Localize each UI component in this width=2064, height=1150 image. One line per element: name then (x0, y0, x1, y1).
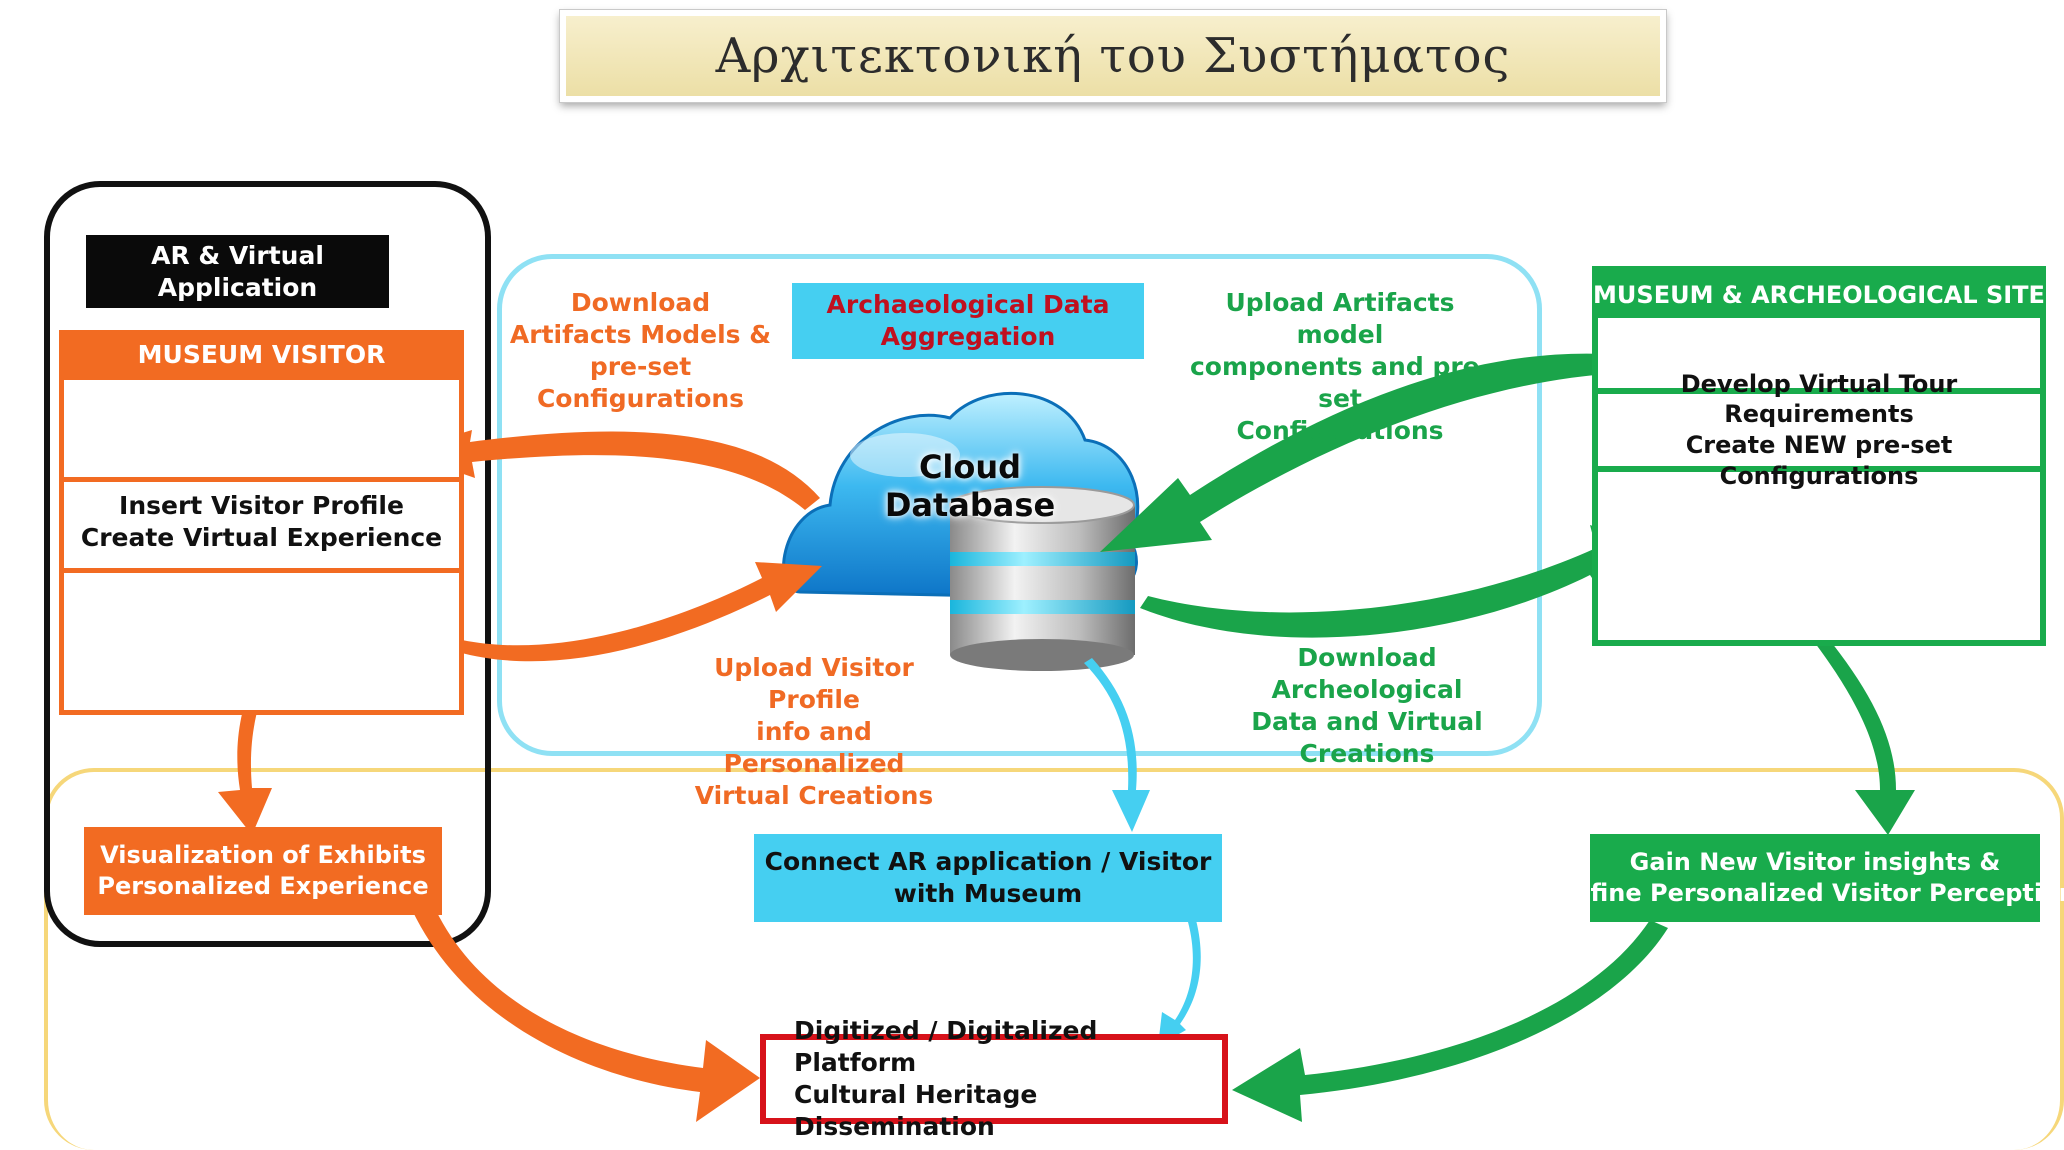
orange-arrows (218, 430, 822, 1122)
museum-visitor-header: MUSEUM VISITOR (59, 330, 464, 380)
page-title: Αρχιτεκτονική του Συστήματος (715, 28, 1511, 84)
text-line: Insert Visitor Profile (119, 491, 404, 520)
visitor-profile-text: Insert Visitor Profile Create Virtual Ex… (64, 490, 459, 554)
museum-site-tasks: Develop Virtual Tour Requirements Create… (1594, 370, 2044, 490)
text-line: Connect AR application / Visitor (764, 847, 1212, 876)
text-line: components and pre-set (1189, 352, 1491, 413)
arrow-to-platform (412, 902, 760, 1122)
aggregation-label: Archaeological Data Aggregation (792, 283, 1144, 359)
arrow-download-arch (1140, 525, 1658, 638)
gain-insights-box: Gain New Visitor insights & Define Perso… (1554, 834, 2064, 922)
ar-application-label: AR & Virtual Application (86, 235, 389, 308)
cloud-database-label: Cloud Database (884, 448, 1056, 524)
text-line: Creations (1299, 739, 1435, 768)
digitized-platform-box: Digitized / Digitalized Platform Cultura… (760, 1016, 1228, 1141)
museum-visitor-panel (59, 330, 464, 715)
title-banner: Αρχιτεκτονική του Συστήματος (560, 10, 1666, 102)
arrow-to-gain (1805, 622, 1915, 835)
text-line: Download Archeological (1271, 643, 1463, 704)
upload-artifacts-label: Upload Artifacts model components and pr… (1180, 287, 1500, 447)
download-models-label: Download Artifacts Models & pre-set Conf… (508, 287, 773, 415)
divider (59, 477, 464, 482)
text-line: Digitized / Digitalized Platform (794, 1016, 1098, 1077)
database-icon (949, 486, 1135, 671)
text-line: Archaeological Data (826, 290, 1110, 319)
text-line: with Museum (893, 879, 1083, 908)
connect-box: Connect AR application / Visitor with Mu… (754, 834, 1222, 922)
download-archeological-label: Download Archeological Data and Virtual … (1212, 642, 1522, 770)
text-line: Develop Virtual Tour Requirements (1680, 369, 1958, 429)
text-line: Create Virtual Experience (80, 523, 443, 552)
text-line: Visualization of Exhibits (100, 841, 426, 870)
arrow-db-to-connect (1084, 658, 1150, 832)
text-line: Create NEW pre-set Configurations (1685, 431, 1953, 490)
text-line: Download (570, 288, 711, 317)
museum-site-panel (1592, 266, 2046, 646)
arrow-gain-to-platform (1232, 920, 1668, 1122)
text-line: Gain New Visitor insights & (1629, 848, 2001, 877)
text-line: Data and Virtual (1251, 707, 1483, 736)
text-line: Configurations (536, 384, 745, 413)
text-line: Artifacts Models & (509, 320, 772, 349)
text-line: Upload Visitor Profile (714, 653, 914, 714)
text-line: Aggregation (880, 322, 1056, 351)
text-line: Cultural Heritage Dissemination (794, 1080, 1038, 1141)
arrow-connect-to-platform (1158, 920, 1201, 1046)
text-line: Virtual Creations (694, 781, 934, 810)
divider (59, 568, 464, 573)
text-line: Upload Artifacts model (1225, 288, 1455, 349)
museum-site-header: MUSEUM & ARCHEOLOGICAL SITE (1592, 272, 2046, 318)
arrow-to-visualization (218, 622, 296, 835)
cloud-frame (497, 254, 1542, 756)
ar-application-frame (44, 181, 491, 947)
cyan-arrows (1084, 658, 1201, 1046)
text-line: Define Personalized Visitor Perception (1554, 879, 2064, 907)
text-line: info and Personalized (723, 717, 905, 778)
text-line: Personalized Experience (97, 872, 429, 900)
text-line: Configurations (1236, 416, 1444, 445)
upload-visitor-label: Upload Visitor Profile info and Personal… (664, 652, 964, 812)
arrow-upload-visitor (458, 562, 822, 662)
outcome-frame (44, 768, 2064, 1150)
text-line: pre-set (589, 352, 692, 381)
visualization-box: Visualization of Exhibits Personalized E… (84, 827, 442, 915)
arrow-download-models (400, 430, 820, 510)
